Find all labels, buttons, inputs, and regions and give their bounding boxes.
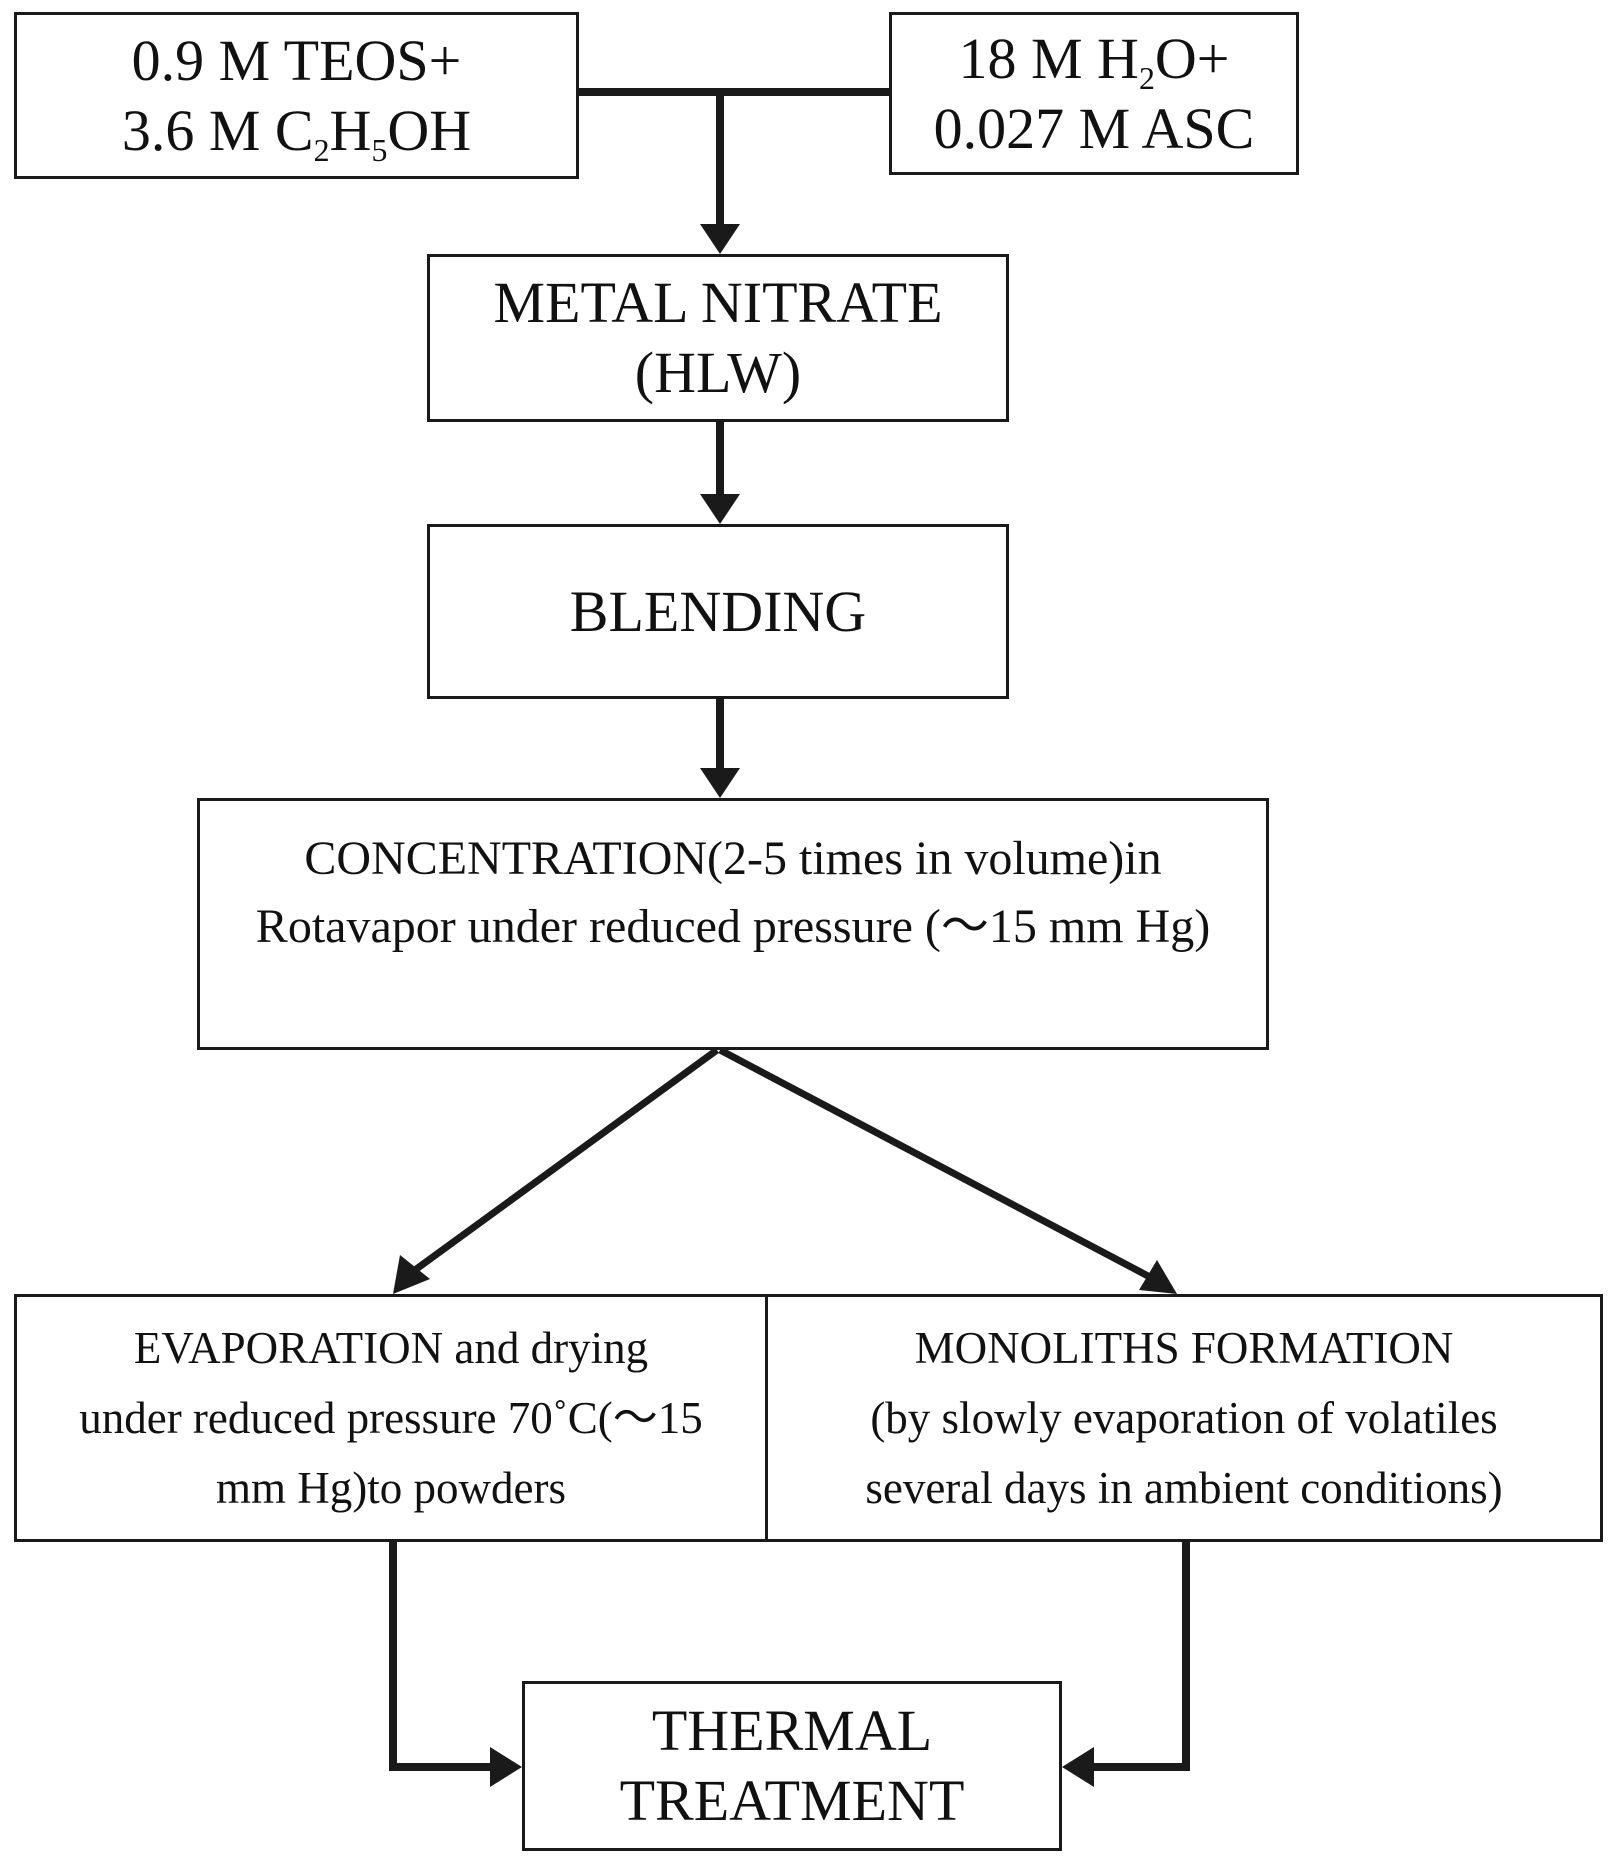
arrowhead-thermal-left [490, 1747, 522, 1787]
arrow-monoliths-to-thermal [1088, 1540, 1190, 1771]
metal-nitrate-line2: (HLW) [634, 340, 802, 405]
blending-label: BLENDING [569, 578, 867, 644]
step-concentration: CONCENTRATION(2-5 times in volume)in Rot… [197, 798, 1269, 1050]
evaporation-line1: EVAPORATION and drying [133, 1323, 649, 1373]
thermal-line2: TREATMENT [619, 1768, 965, 1833]
concentration-line1: CONCENTRATION(2-5 times in volume)in [304, 832, 1162, 885]
arrowhead-concentration [700, 768, 740, 798]
input-water-line1: 18 M H2O+ [958, 25, 1230, 96]
arrow-evaporation-to-thermal [389, 1540, 496, 1771]
evaporation-line2: under reduced pressure 70˚C(～15 [79, 1393, 703, 1443]
step-evaporation: EVAPORATION and drying under reduced pre… [14, 1294, 768, 1542]
monoliths-line2: (by slowly evaporation of volatiles [870, 1393, 1498, 1443]
input-teos-line1: 0.9 M TEOS+ [131, 27, 462, 93]
arrowhead-evaporation [393, 1255, 430, 1294]
arrowhead-metal-nitrate [700, 224, 740, 254]
input-box-teos: 0.9 M TEOS+ 3.6 M C2H5OH [14, 12, 579, 179]
monoliths-line3: several days in ambient conditions) [865, 1463, 1503, 1513]
input-water-line2: 0.027 M ASC [933, 95, 1255, 161]
input-box-water: 18 M H2O+ 0.027 M ASC [889, 12, 1299, 175]
step-monoliths: MONOLITHS FORMATION (by slowly evaporati… [765, 1294, 1603, 1542]
arrowhead-blending [700, 494, 740, 524]
input-teos-line2: 3.6 M C2H5OH [121, 97, 472, 168]
arrow-to-monoliths [718, 1046, 1150, 1280]
thermal-line1: THERMAL [651, 1698, 933, 1763]
metal-nitrate-line1: METAL NITRATE [493, 270, 943, 335]
evaporation-line3: mm Hg)to powders [216, 1463, 566, 1513]
arrowhead-thermal-right [1062, 1747, 1094, 1787]
concentration-line2: Rotavapor under reduced pressure (～15 mm… [255, 900, 1211, 953]
step-thermal-treatment: THERMAL TREATMENT [522, 1681, 1062, 1851]
monoliths-line1: MONOLITHS FORMATION [914, 1323, 1454, 1373]
arrowhead-monoliths [1139, 1260, 1177, 1294]
step-blending: BLENDING [427, 524, 1009, 699]
arrow-to-evaporation [412, 1047, 720, 1273]
step-metal-nitrate: METAL NITRATE (HLW) [427, 254, 1009, 422]
